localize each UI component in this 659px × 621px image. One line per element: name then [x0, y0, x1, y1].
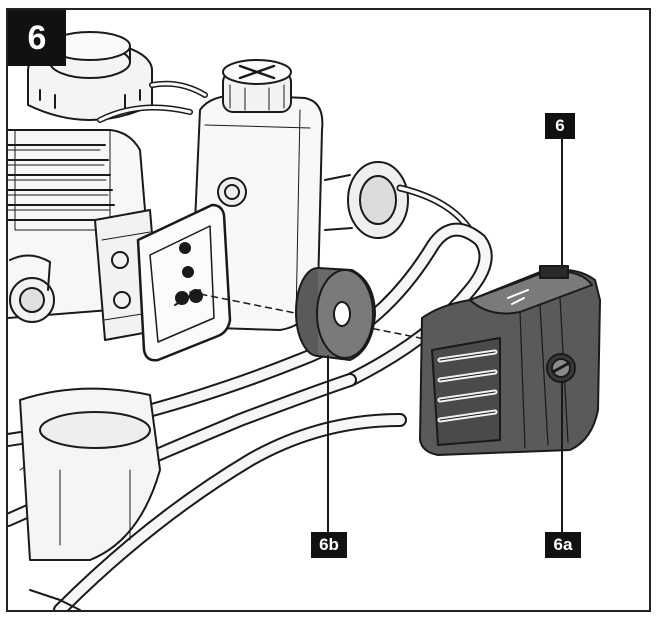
fuel-fitting: [324, 161, 474, 239]
mounting-bracket: [136, 203, 232, 362]
air-filter-housing: [27, 31, 153, 121]
rubber-washer: [295, 267, 376, 361]
protective-cover: [419, 265, 601, 456]
callout-washer: 6b: [311, 532, 347, 558]
fuel-lines: [97, 80, 208, 123]
gearbox-base: [19, 387, 161, 610]
callout-screw: 6a: [545, 532, 581, 558]
step-number-badge: 6: [8, 10, 66, 66]
callout-cover: 6: [545, 113, 575, 139]
